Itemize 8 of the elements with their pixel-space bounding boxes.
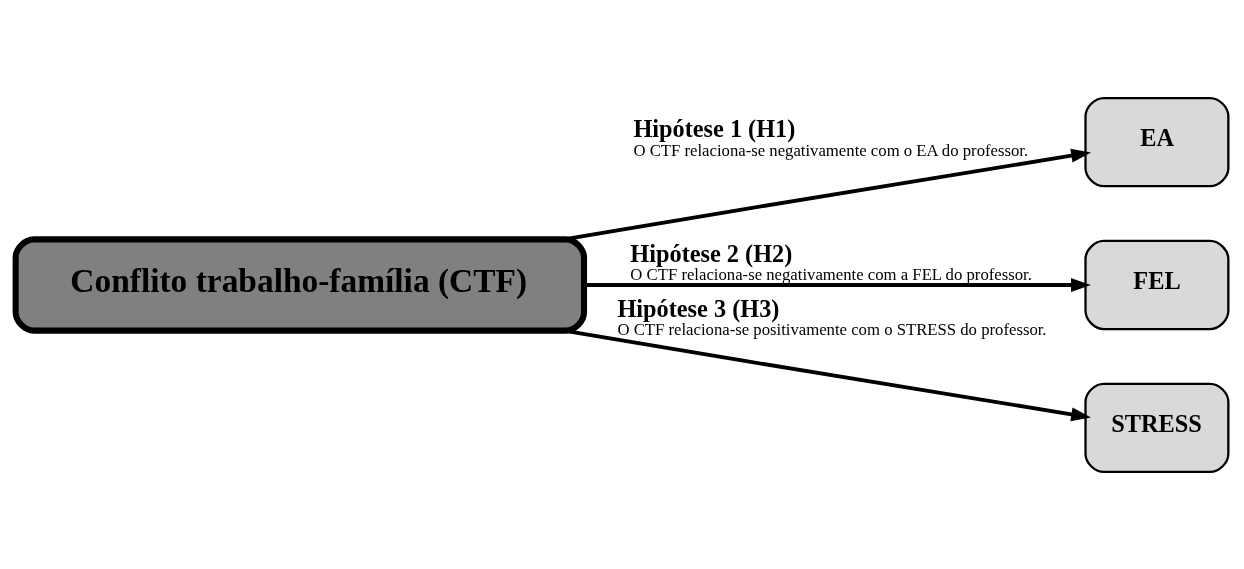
edge-label: Hipótese 1 (H1) O CTF relaciona-se negativamente com o EA do professor. [633, 114, 1029, 160]
node-box: EA [1084, 96, 1230, 187]
node-box: STRESS [1084, 382, 1230, 473]
arrow [584, 277, 1091, 292]
edge-label: Hipótese 2 (H2) O CTF relaciona-se negativamente com a FEL do professor. [630, 239, 1032, 284]
node-box: FEL [1084, 239, 1230, 330]
edge-label: Hipótese 3 (H3) O CTF relaciona-se positivamente com o STRESS do professor. [617, 294, 1047, 339]
node-box: Conflito trabalho-família (CTF) [12, 235, 588, 334]
